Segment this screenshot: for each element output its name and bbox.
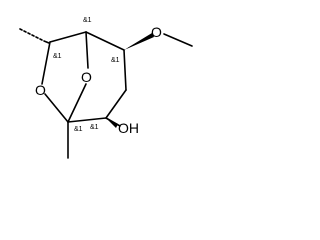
bond-omethoxy-methyl <box>163 33 193 47</box>
oxygen-methoxy-label: O <box>151 24 162 40</box>
stereo-label-c5: &1 <box>53 53 62 60</box>
bond-obridge-c8 <box>67 83 87 123</box>
oxygen-bridge-label: O <box>81 69 92 85</box>
wedge-bond-c4-oh <box>106 118 118 128</box>
bond-c1-obridge <box>85 31 89 69</box>
bond-c5-oring <box>41 41 51 85</box>
wedge-bond-c2-omethoxy <box>124 33 154 50</box>
bond-c3-c4 <box>105 89 127 119</box>
bond-oring-c8 <box>44 93 69 123</box>
stereo-label-c2: &1 <box>111 57 120 64</box>
hashed-bond-methyl-c5 <box>19 28 50 44</box>
stereo-label-c8: &1 <box>74 126 83 133</box>
bond-layer <box>19 28 193 159</box>
hydroxyl-label: OH <box>118 120 139 136</box>
molecule-structure: O O O OH &1 &1 &1 &1 &1 <box>19 17 193 159</box>
stereo-label-c1: &1 <box>83 17 92 24</box>
bond-c1-c2 <box>85 31 125 51</box>
bond-c2-c3 <box>123 49 127 91</box>
oxygen-ring-label: O <box>35 82 46 98</box>
bond-c4-c8 <box>67 117 107 123</box>
stereo-label-c4: &1 <box>90 124 99 131</box>
bond-c5-c1 <box>49 31 87 43</box>
